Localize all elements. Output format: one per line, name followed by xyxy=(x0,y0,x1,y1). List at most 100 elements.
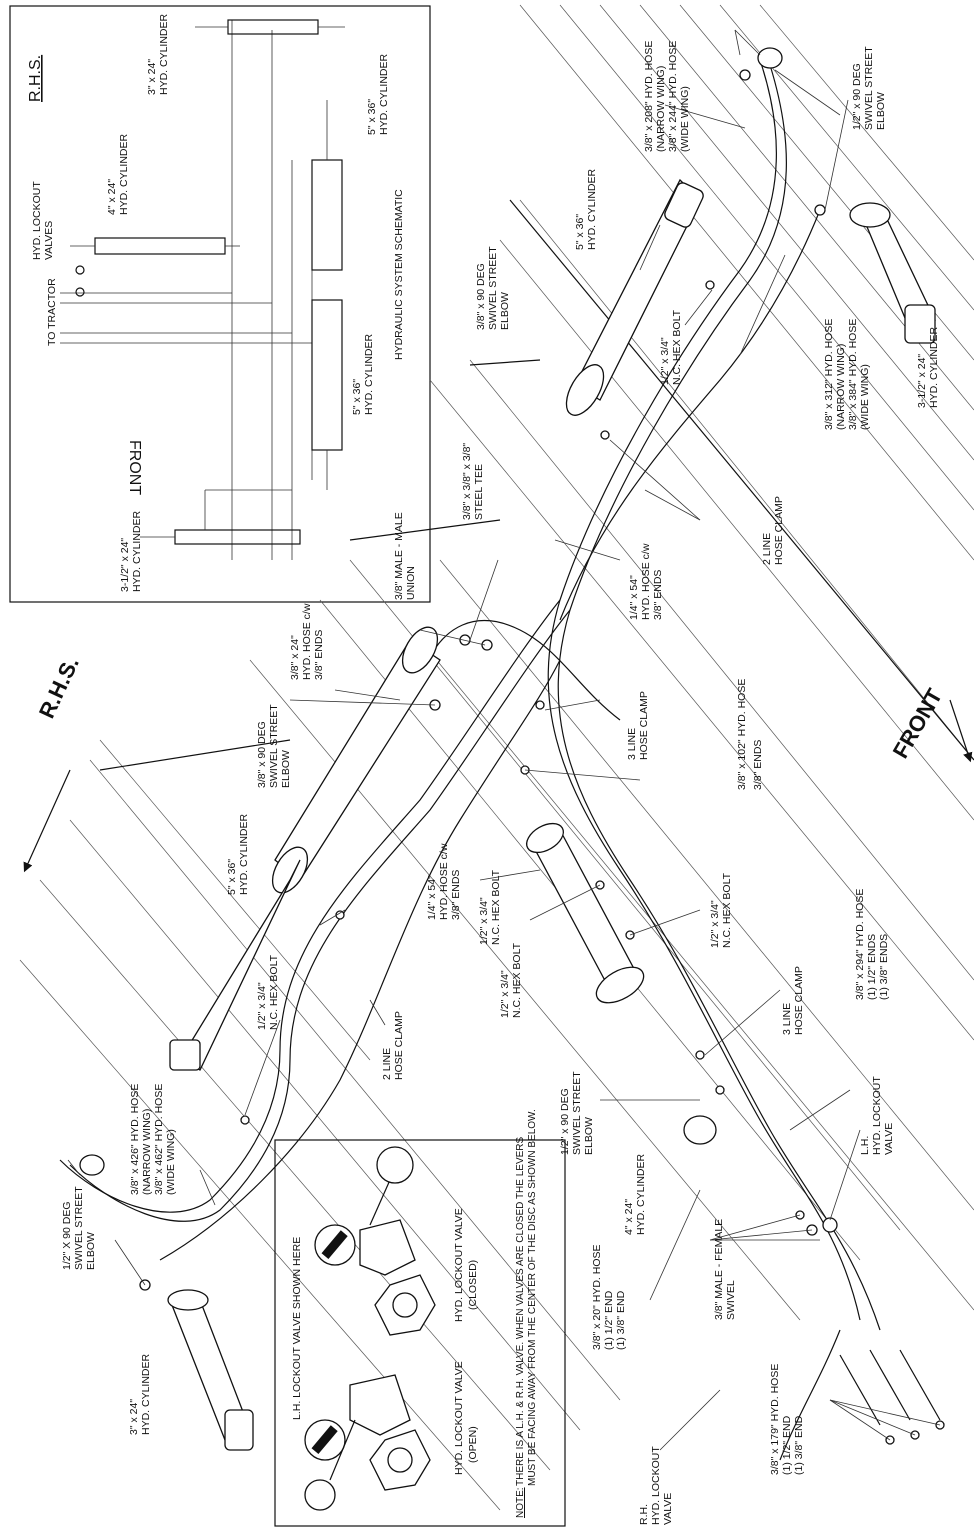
label-hose-102: 3/8" x 102" HYD. HOSE xyxy=(736,679,748,790)
svg-text:1/2" x 90 DEG SWIVEL STR: 1/2" x 90 DEG SWIVEL STREET ELBOW xyxy=(851,44,887,130)
label-hose-426-3: 3/8" x 462" HYD. HOSE xyxy=(153,1084,165,1195)
label-clamp3-mid: 3 LINE xyxy=(781,1003,793,1035)
svg-text:1/4" x 54" HYD. HOSE c/w: 1/4" x 54" HYD. HOSE c/w 3/8" ENDS xyxy=(426,841,462,920)
label-hose-294: 3/8" x 294" HYD. HOSE xyxy=(854,889,866,1000)
svg-text:3/8" x 20" HYD. HOSE (1): 3/8" x 20" HYD. HOSE (1) 1/2" END (1) 3/… xyxy=(591,1242,627,1350)
label-union-2: UNION xyxy=(405,566,417,600)
label-cyl-4x24: 4" x 24" xyxy=(623,1199,635,1235)
label-swivel: 3/8" MALE - FEMALE xyxy=(713,1219,725,1320)
svg-text:1/2" x 3/4" N.C. HEX BOL: 1/2" x 3/4" N.C. HEX BOLT xyxy=(499,942,523,1018)
svg-text:3" x 24"HYD. CYLINDER: 3" x 24"HYD. CYLINDER xyxy=(146,13,170,95)
label-elbow-half-bottom-2: SWIVEL STREET xyxy=(571,1071,583,1155)
label-hose-208-3: 3/8" x 244" HYD. HOSE xyxy=(667,41,679,152)
label-bolt-mid-c-2: N.C. HEX BOLT xyxy=(511,942,523,1018)
label-hose-208-2: (NARROW WING) xyxy=(655,66,667,152)
label-lh-valve: L.H. xyxy=(859,1136,871,1155)
label-cyl-4x24-2: HYD. CYLINDER xyxy=(635,1153,647,1235)
label-elbow-half-left-3: ELBOW xyxy=(85,1232,97,1270)
label-hose-102-2: 3/8" ENDS xyxy=(752,740,764,790)
label-bolt-left-2: N.C. HEX BOLT xyxy=(268,954,280,1030)
svg-text:3/8" x 179" HYD. HOSE (1: 3/8" x 179" HYD. HOSE (1) 1/2" END (1) 3… xyxy=(769,1361,805,1475)
label-lh-valve-2: HYD. LOCKOUT xyxy=(871,1076,883,1155)
label-clamp3-mid-2: HOSE CLAMP xyxy=(793,966,805,1035)
schematic-rhs: R.H.S. xyxy=(27,55,44,102)
label-bolt-mid-a: 1/2" x 3/4" xyxy=(709,900,721,948)
lockout-valves-label: HYD. LOCKOUT xyxy=(31,181,43,260)
label-cyl-5x36-top-2: HYD. CYLINDER xyxy=(586,168,598,250)
cylinder-35x24 xyxy=(849,202,936,344)
svg-text:HYD. LOCKOUTVALVES: HYD. LOCKOUTVALVES xyxy=(31,181,55,260)
label-hose-14x54-mid-2: HYD. HOSE c/w xyxy=(438,843,450,920)
svg-text:3/8" MALE - FEMALE SWIVE: 3/8" MALE - FEMALE SWIVEL xyxy=(713,1216,737,1320)
main-rhs-label: R.H.S. xyxy=(34,653,84,722)
svg-text:3/8" x 426" HYD. HOSE (N: 3/8" x 426" HYD. HOSE (NARROW WING) 3/8"… xyxy=(129,1081,177,1195)
svg-text:3/8" x 102" HYD. HOSE 3/: 3/8" x 102" HYD. HOSE 3/8" ENDS xyxy=(736,676,764,790)
label-hose-312-3: 3/8" x 384" HYD. HOSE xyxy=(847,319,859,430)
inset-title: L.H. LOCKOUT VALVE SHOWN HERE xyxy=(291,1237,303,1420)
label-hose-312-4: (WIDE WING) xyxy=(859,364,871,430)
to-tractor-label: TO TRACTOR xyxy=(46,278,58,346)
svg-text:HYD. LOCKOUT VALVE (CL: HYD. LOCKOUT VALVE (CLOSED) xyxy=(453,1205,479,1322)
cylinder-5x36-top xyxy=(565,178,704,416)
note-label: NOTE: xyxy=(515,1487,526,1518)
label-hose-20: 3/8" x 20" HYD. HOSE xyxy=(591,1245,603,1351)
label-elbow-38-mid-2: SWIVEL STREET xyxy=(268,704,280,788)
sch-cyl-4x24-2: HYD. CYLINDER xyxy=(118,133,130,215)
label-union: 3/8" MALE - MALE xyxy=(393,512,405,600)
label-valve-open: HYD. LOCKOUT VALVE xyxy=(453,1361,465,1475)
label-hose-14x54-mid: 1/4" x 54" xyxy=(426,875,438,920)
schematic-lines xyxy=(60,19,345,560)
svg-text:3/8" x 312" HYD. HOSE (N: 3/8" x 312" HYD. HOSE (NARROW WING) 3/8"… xyxy=(823,316,871,430)
schematic-front: FRONT xyxy=(126,440,143,495)
svg-text:3/8" x 294" HYD. HOSE (1: 3/8" x 294" HYD. HOSE (1) 1/2" ENDS (1) … xyxy=(854,886,890,1000)
cylinder-3x24 xyxy=(167,1289,254,1451)
label-hose-294-3: (1) 3/8" ENDS xyxy=(878,934,890,1000)
svg-text:2 LINE HOSE CLAMP: 2 LINE HOSE CLAMP xyxy=(381,1011,405,1080)
sch-cyl-35x24: 3-1/2" x 24" xyxy=(119,538,131,592)
label-hose-38x24-3: 3/8" ENDS xyxy=(313,630,325,680)
label-hose-20-3: (1) 3/8" END xyxy=(615,1290,627,1350)
svg-text:5" x 36"HYD. CYLINDER: 5" x 36"HYD. CYLINDER xyxy=(351,333,375,415)
label-lh-valve-3: VALVE xyxy=(883,1123,895,1155)
label-hose-14x54-top: 1/4" x 54" xyxy=(628,575,640,620)
sch-cyl-5x36-b-2: HYD. CYLINDER xyxy=(363,333,375,415)
label-elbow-38-top: 3/8" x 90 DEG xyxy=(475,263,487,330)
label-hose-426-4: (WIDE WING) xyxy=(165,1129,177,1195)
label-valve-closed-2: (CLOSED) xyxy=(467,1260,479,1310)
label-hose-179: 3/8" x 179" HYD. HOSE xyxy=(769,1364,781,1475)
svg-text:2 LINE HOSE CLAMP: 2 LINE HOSE CLAMP xyxy=(761,496,785,565)
label-bolt-mid-c: 1/2" x 3/4" xyxy=(499,970,511,1018)
lockout-valves-label-2: VALVES xyxy=(43,221,55,260)
svg-text:1/2" x 3/4" N.C. HEX BOL: 1/2" x 3/4" N.C. HEX BOLT xyxy=(709,872,733,948)
label-hose-179-2: (1) 1/2" END xyxy=(781,1415,793,1475)
svg-text:NOTE: THERE IS A L.H.: NOTE: THERE IS A L.H. & R.H. VALVE. WHEN… xyxy=(515,1109,538,1518)
inset-border xyxy=(274,1139,566,1527)
label-bolt-left: 1/2" x 3/4" xyxy=(256,982,268,1030)
label-hose-208-4: (WIDE WING) xyxy=(679,86,691,152)
label-valve-open-2: (OPEN) xyxy=(467,1426,479,1463)
label-bolt-top-2: N.C. HEX BOLT xyxy=(671,309,683,385)
label-hose-312: 3/8" x 312" HYD. HOSE xyxy=(823,319,835,430)
svg-text:4" x 24" HYD. CYLINDER: 4" x 24" HYD. CYLINDER xyxy=(623,1153,647,1235)
label-swivel-2: SWIVEL xyxy=(725,1280,737,1320)
svg-text:3" x 24" HYD. CYLINDER: 3" x 24" HYD. CYLINDER xyxy=(128,1353,152,1435)
leader-lines xyxy=(67,29,941,1451)
svg-text:3 LINE HOSE CLAMP: 3 LINE HOSE CLAMP xyxy=(626,691,650,760)
svg-text:3/8" x 90 DEG SWIVEL STR: 3/8" x 90 DEG SWIVEL STREET ELBOW xyxy=(256,702,292,788)
label-clamp2-top: 2 LINE xyxy=(761,533,773,565)
label-cyl-5x36-left: 5" x 36" xyxy=(226,859,238,895)
label-elbow-half-left: 1/2" X 90 DEG xyxy=(61,1201,73,1270)
svg-text:1/2" X 90 DEG SWIVEL STR: 1/2" X 90 DEG SWIVEL STREET ELBOW xyxy=(61,1184,97,1270)
sch-cyl-3x24: 3" x 24" xyxy=(146,59,158,95)
hose-bundle xyxy=(59,59,941,1461)
svg-text:1/2" x 90 DEG SWIVEL STR: 1/2" x 90 DEG SWIVEL STREET ELBOW xyxy=(559,1069,595,1155)
valve-closed-icon xyxy=(314,1146,436,1336)
svg-text:1/2" x 3/4" N.C. HEX BOL: 1/2" x 3/4" N.C. HEX BOLT xyxy=(256,954,280,1030)
label-elbow-38-mid-3: ELBOW xyxy=(280,750,292,788)
svg-text:3/8" x 90 DEG SWIVEL STR: 3/8" x 90 DEG SWIVEL STREET ELBOW xyxy=(475,244,511,330)
label-tee-2: STEEL TEE xyxy=(473,464,485,520)
label-hose-208: 3/8" x 208" HYD. HOSE xyxy=(643,41,655,152)
label-clamp2-left-2: HOSE CLAMP xyxy=(393,1011,405,1080)
label-elbow-half-left-2: SWIVEL STREET xyxy=(73,1186,85,1270)
label-elbow-38-mid: 3/8" x 90 DEG xyxy=(256,721,268,788)
